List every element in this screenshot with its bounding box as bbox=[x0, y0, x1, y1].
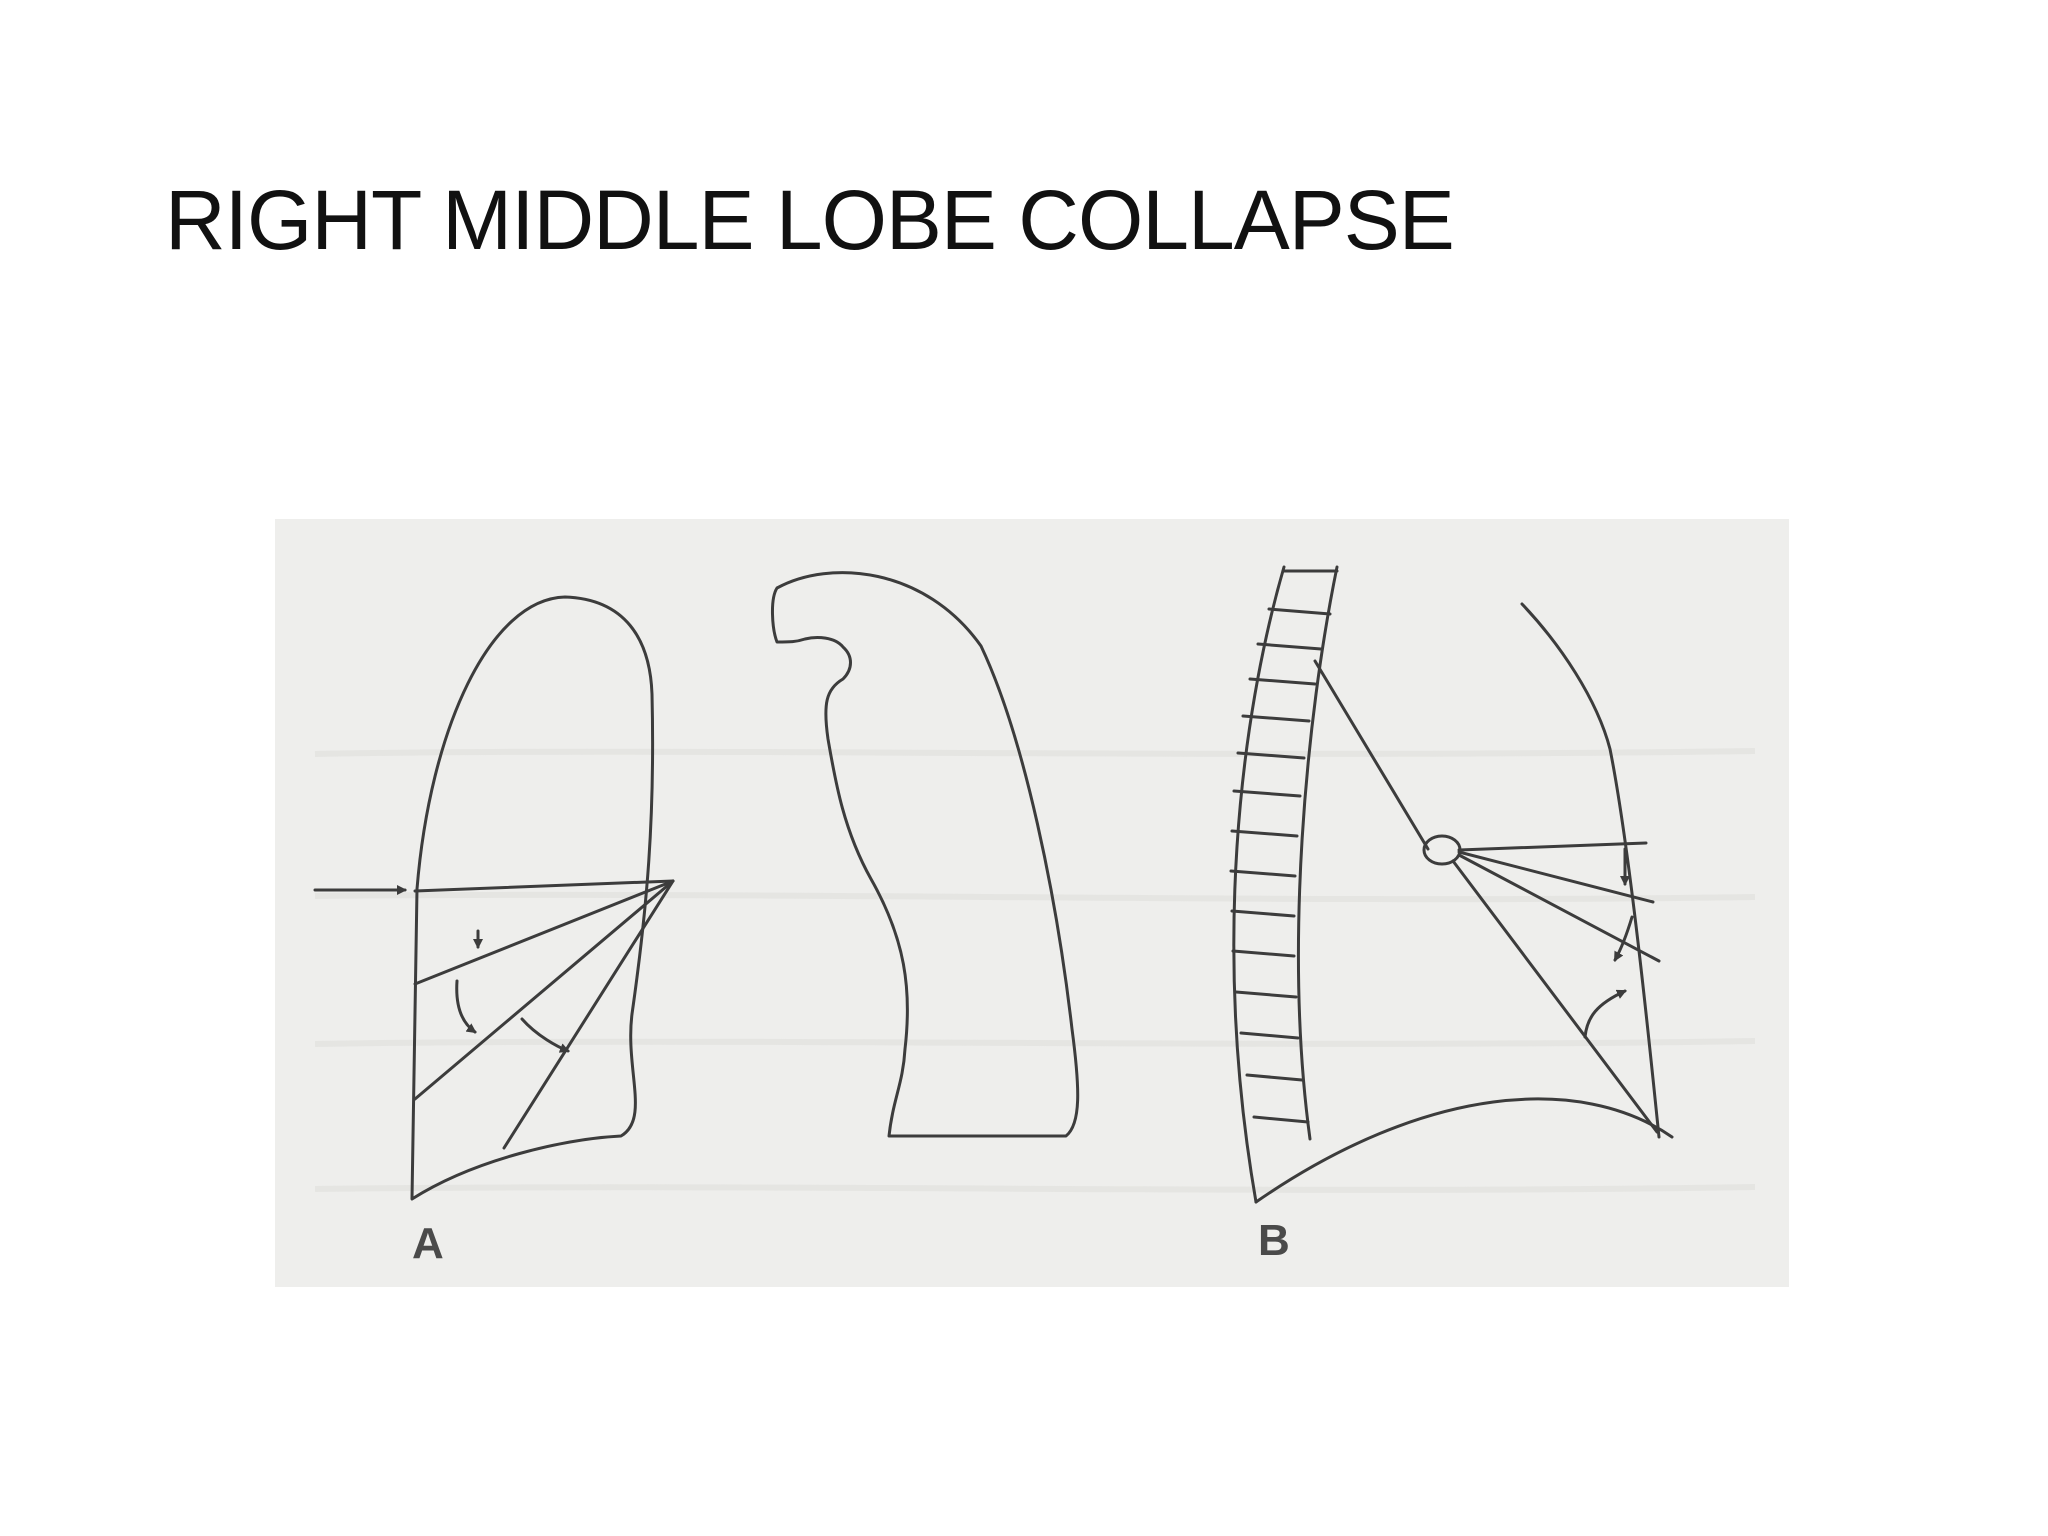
fissure-line-lateral-2 bbox=[1457, 853, 1661, 963]
curved-arrow-icon bbox=[1613, 915, 1634, 962]
slide-title: RIGHT MIDDLE LOBE COLLAPSE bbox=[165, 173, 1455, 267]
fissure-line-2 bbox=[413, 879, 675, 1101]
horizontal-fissure-lateral bbox=[1457, 841, 1648, 852]
oblique-fissure-lower bbox=[1451, 859, 1659, 1134]
hilum-node bbox=[1422, 834, 1462, 866]
oblique-fissure-upper bbox=[1313, 659, 1430, 851]
diaphragm-curve bbox=[1254, 1097, 1674, 1204]
curved-arrow-icon bbox=[520, 1017, 570, 1053]
lung-diagram-svg bbox=[313, 565, 1756, 1204]
right-lung-outline bbox=[410, 595, 655, 1201]
curved-arrow-icon bbox=[455, 979, 477, 1034]
spine-left-edge bbox=[1232, 565, 1286, 1204]
panel-label-b: B bbox=[1258, 1216, 1290, 1265]
fissure-line-3 bbox=[502, 879, 675, 1150]
curved-arrow-icon bbox=[1583, 989, 1627, 1039]
horizontal-fissure bbox=[413, 879, 675, 893]
left-lung-outline bbox=[771, 571, 1080, 1138]
vertebra-dividers bbox=[1229, 569, 1339, 1124]
spine-right-edge bbox=[1297, 565, 1339, 1141]
panel-label-a: A bbox=[412, 1219, 444, 1268]
lung-collapse-figure: A B bbox=[275, 519, 1789, 1287]
fissure-line-1 bbox=[413, 879, 675, 986]
fissure-line-lateral-1 bbox=[1457, 850, 1655, 904]
anterior-chest-wall bbox=[1520, 602, 1661, 1139]
